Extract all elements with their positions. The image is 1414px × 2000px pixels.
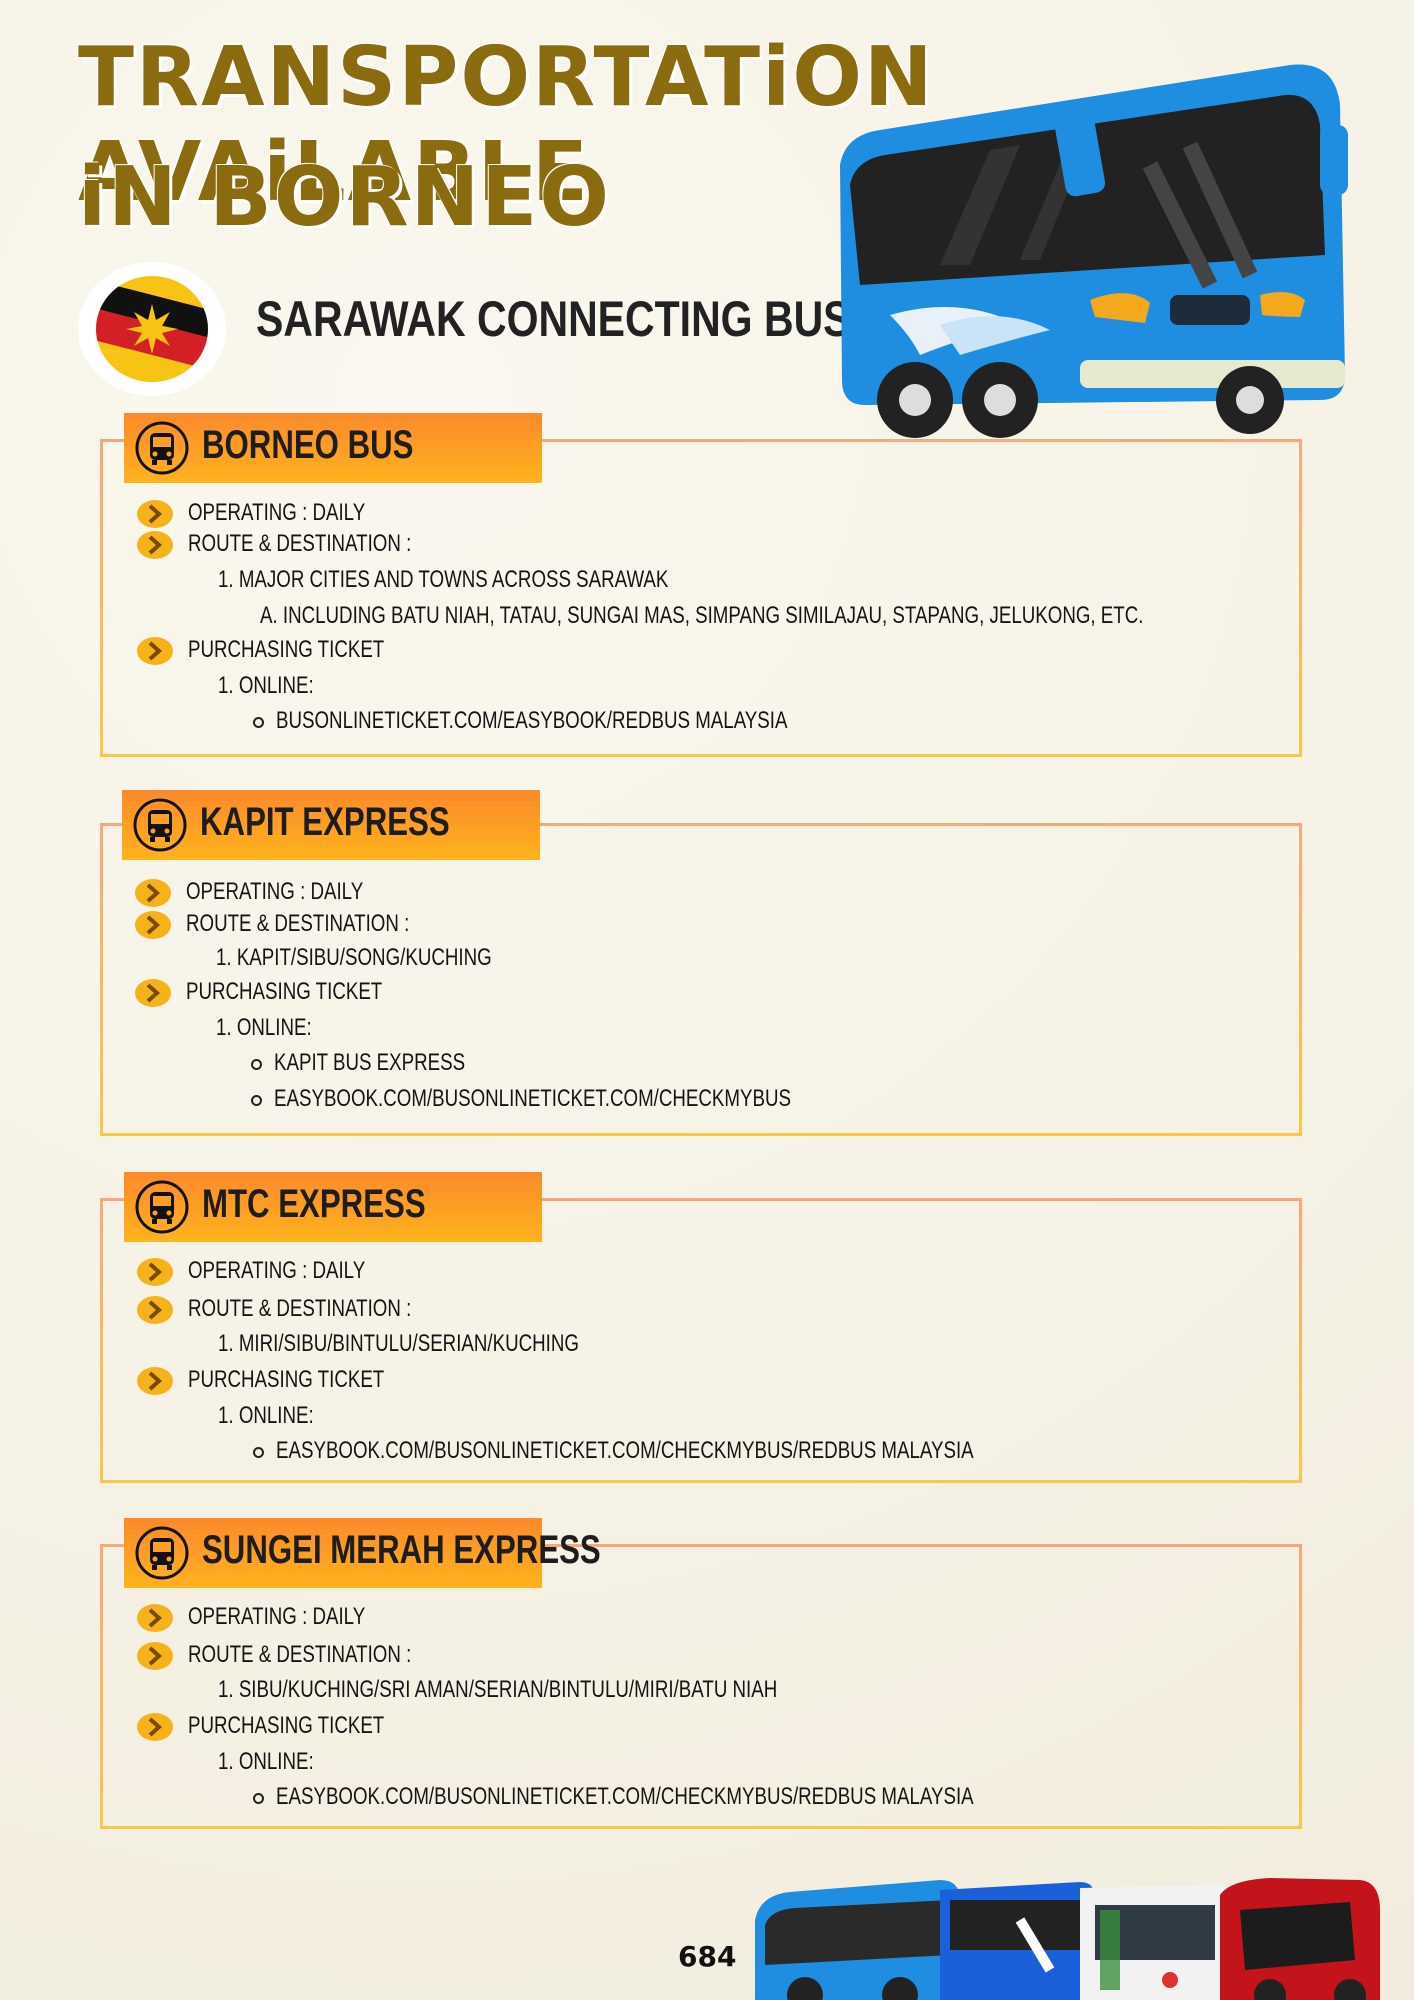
- blue-bus-illustration: [840, 64, 1348, 438]
- operating-text: OPERATING : DAILY: [188, 1603, 366, 1630]
- purchase-method: 1. ONLINE:: [218, 1748, 314, 1775]
- company-header: MTC EXPRESS: [124, 1172, 542, 1242]
- operating-text: OPERATING : DAILY: [186, 878, 364, 905]
- chevron-right-icon: [137, 1367, 173, 1395]
- purchase-option: EASYBOOK.COM/BUSONLINETICKET.COM/CHECKMY…: [276, 1437, 974, 1464]
- bus-icon: [135, 1526, 189, 1580]
- route-item: 1. MAJOR CITIES AND TOWNS ACROSS SARAWAK: [218, 566, 669, 593]
- company-card: [100, 439, 1302, 757]
- chevron-right-icon: [137, 1604, 173, 1632]
- route-label: ROUTE & DESTINATION :: [186, 910, 410, 937]
- chevron-right-icon: [137, 531, 173, 559]
- chevron-right-icon: [137, 1713, 173, 1741]
- bullet-dot: [253, 1793, 264, 1804]
- company-card: [100, 823, 1302, 1136]
- purchase-label: PURCHASING TICKET: [186, 978, 383, 1005]
- company-card: [100, 1198, 1302, 1483]
- purchase-option: EASYBOOK.COM/BUSONLINETICKET.COM/CHECKMY…: [276, 1783, 974, 1810]
- chevron-right-icon: [137, 1296, 173, 1324]
- route-label: ROUTE & DESTINATION :: [188, 1641, 412, 1668]
- route-item: 1. MIRI/SIBU/BINTULU/SERIAN/KUCHING: [218, 1330, 579, 1357]
- operating-text: OPERATING : DAILY: [188, 1257, 366, 1284]
- bus-icon: [135, 1180, 189, 1234]
- bullet-dot: [253, 1447, 264, 1458]
- company-header: SUNGEI MERAH EXPRESS: [124, 1518, 601, 1588]
- bullet-dot: [251, 1095, 262, 1106]
- chevron-right-icon: [135, 979, 171, 1007]
- page-title-line-1: TRANSPORTATiON AVAiLABLE: [78, 30, 935, 220]
- route-item: 1. SIBU/KUCHING/SRI AMAN/SERIAN/BINTULU/…: [218, 1676, 778, 1703]
- operating-text: OPERATING : DAILY: [188, 499, 366, 526]
- purchase-label: PURCHASING TICKET: [188, 636, 385, 663]
- chevron-right-icon: [137, 500, 173, 528]
- chevron-right-icon: [137, 637, 173, 665]
- bullet-dot: [251, 1059, 262, 1070]
- purchase-method: 1. ONLINE:: [216, 1014, 312, 1041]
- purchase-option: KAPIT BUS EXPRESS: [274, 1049, 466, 1076]
- bullet-dot: [253, 717, 264, 728]
- route-subitem: A. INCLUDING BATU NIAH, TATAU, SUNGAI MA…: [260, 602, 1144, 629]
- company-name: SUNGEI MERAH EXPRESS: [202, 1528, 601, 1572]
- bus-icon: [135, 421, 189, 475]
- page-title-line-2: iN BORNEO: [78, 150, 611, 245]
- page-number: 684: [678, 1940, 737, 1973]
- company-name: BORNEO BUS: [202, 423, 414, 467]
- purchase-option: EASYBOOK.COM/BUSONLINETICKET.COM/CHECKMY…: [274, 1085, 791, 1112]
- section-subtitle: SARAWAK CONNECTING BUS: [256, 291, 851, 347]
- company-header: BORNEO BUS: [124, 413, 542, 483]
- company-name: MTC EXPRESS: [202, 1182, 426, 1226]
- purchase-option: BUSONLINETICKET.COM/EASYBOOK/REDBUS MALA…: [276, 707, 788, 734]
- purchase-method: 1. ONLINE:: [218, 1402, 314, 1429]
- company-header: KAPIT EXPRESS: [122, 790, 540, 860]
- purchase-label: PURCHASING TICKET: [188, 1712, 385, 1739]
- sarawak-flag-icon: [78, 262, 226, 396]
- company-card: [100, 1544, 1302, 1829]
- chevron-right-icon: [135, 879, 171, 907]
- purchase-method: 1. ONLINE:: [218, 672, 314, 699]
- route-label: ROUTE & DESTINATION :: [188, 1295, 412, 1322]
- chevron-right-icon: [137, 1258, 173, 1286]
- bus-icon: [133, 798, 187, 852]
- purchase-label: PURCHASING TICKET: [188, 1366, 385, 1393]
- route-item: 1. KAPIT/SIBU/SONG/KUCHING: [216, 944, 492, 971]
- bus-fleet-illustration: [755, 1878, 1380, 2000]
- chevron-right-icon: [137, 1642, 173, 1670]
- route-label: ROUTE & DESTINATION :: [188, 530, 412, 557]
- company-name: KAPIT EXPRESS: [200, 800, 450, 844]
- chevron-right-icon: [135, 911, 171, 939]
